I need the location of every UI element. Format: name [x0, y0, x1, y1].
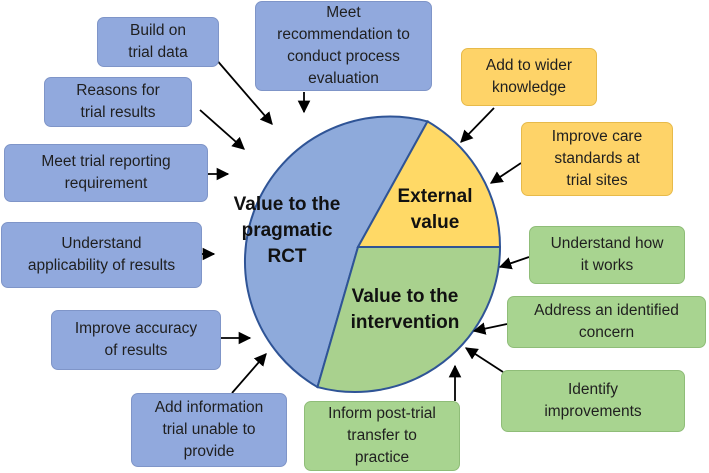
box-process-evaluation-line-1: Meet	[326, 4, 361, 21]
arrow-care-standards	[489, 162, 522, 184]
box-reporting-requirement-line-1: Meet trial reporting	[41, 153, 171, 170]
box-how-it-works-line-2: it works	[580, 257, 634, 274]
trial-value-label-line-2: pragmatic	[241, 220, 333, 241]
box-build-on-trial-data-line-1: Build on	[129, 22, 186, 39]
box-post-trial-transfer-line-3: practice	[354, 449, 410, 466]
box-care-standards-line-3: trial sites	[566, 172, 628, 189]
arrow-build-on-trial-data	[214, 57, 273, 125]
trial-value-label: Value to the pragmatic RCT	[222, 192, 352, 270]
box-wider-knowledge-line-1: Add to wider	[485, 57, 573, 74]
arrow-reasons-for-results	[199, 109, 245, 150]
box-accuracy-line-2: of results	[104, 342, 168, 359]
box-reporting-requirement-line-2: requirement	[64, 175, 148, 192]
arrow-add-information	[231, 353, 267, 394]
segment-intervention-value	[316, 246, 502, 393]
box-reasons-for-results-line-1: Reasons for	[76, 82, 160, 99]
box-wider-knowledge-line-2: knowledge	[491, 79, 567, 96]
box-build-on-trial-data-line-2: trial data	[128, 44, 188, 61]
box-post-trial-transfer-line-2: transfer to	[347, 427, 417, 444]
box-identified-concern: Address an identified concern	[507, 296, 706, 348]
box-post-trial-transfer-line-1: Inform post-trial	[328, 405, 436, 422]
box-applicability-line-2: applicability of results	[27, 257, 176, 274]
box-reasons-for-results-line-2: trial results	[80, 104, 156, 121]
intervention-value-label: Value to the intervention	[330, 284, 480, 336]
box-accuracy: Improve accuracy of results	[51, 310, 221, 370]
box-add-information-line-1: Add information	[154, 399, 264, 416]
trial-value-label-line-3: RCT	[267, 246, 307, 267]
arrow-identify-improvements	[464, 347, 504, 373]
box-how-it-works-line-1: Understand how	[550, 235, 664, 252]
box-post-trial-transfer: Inform post-trial transfer to practice	[304, 401, 460, 471]
box-reporting-requirement: Meet trial reporting requirement	[4, 144, 208, 202]
box-applicability: Understand applicability of results	[1, 222, 202, 288]
external-value-label: External value	[380, 184, 490, 236]
segment-external-value	[356, 120, 502, 248]
box-care-standards-line-1: Improve care	[551, 128, 643, 145]
box-identified-concern-line-1: Address an identified	[534, 302, 679, 319]
box-identify-improvements-line-1: Identify	[568, 381, 618, 398]
trial-value-label-line-1: Value to the	[233, 194, 341, 215]
box-add-information: Add information trial unable to provide	[131, 393, 287, 467]
box-process-evaluation-line-3: conduct process	[287, 48, 400, 65]
box-identified-concern-line-2: concern	[578, 324, 635, 341]
box-wider-knowledge: Add to wider knowledge	[461, 48, 597, 106]
box-add-information-line-3: provide	[183, 443, 235, 460]
box-reasons-for-results: Reasons for trial results	[44, 77, 192, 127]
box-identify-improvements-line-2: improvements	[544, 403, 642, 420]
arrow-wider-knowledge	[460, 107, 495, 143]
arrow-how-it-works	[498, 256, 530, 270]
external-value-label-line-1: External	[397, 186, 473, 207]
external-value-label-line-2: value	[410, 212, 460, 233]
box-process-evaluation-line-2: recommendation to	[277, 26, 410, 43]
box-process-evaluation-line-4: evaluation	[308, 70, 379, 87]
arrow-identified-concern	[472, 322, 508, 335]
box-care-standards-line-2: standards at	[554, 150, 640, 167]
box-build-on-trial-data: Build on trial data	[97, 17, 219, 67]
segment-trial-value	[243, 115, 429, 389]
box-how-it-works: Understand how it works	[529, 226, 685, 284]
box-identify-improvements: Identify improvements	[501, 370, 685, 432]
intervention-value-label-line-1: Value to the	[351, 286, 459, 307]
box-care-standards: Improve care standards at trial sites	[521, 122, 673, 196]
intervention-value-label-line-2: intervention	[350, 312, 460, 333]
box-applicability-line-1: Understand	[61, 235, 142, 252]
box-accuracy-line-1: Improve accuracy	[74, 320, 198, 337]
box-process-evaluation: Meet recommendation to conduct process e…	[255, 1, 432, 91]
box-add-information-line-2: trial unable to	[162, 421, 256, 438]
